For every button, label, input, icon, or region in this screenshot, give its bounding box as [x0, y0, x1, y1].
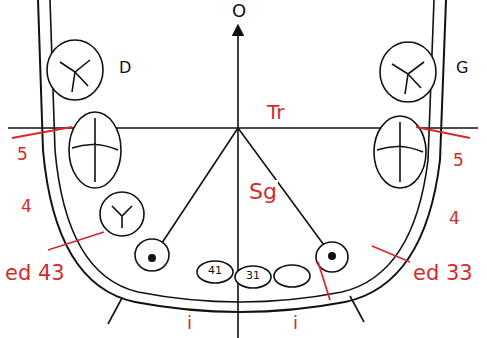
tick-mark [416, 127, 470, 138]
side-letter: G [455, 60, 469, 77]
measure-number: 4 [20, 198, 33, 216]
leader-line [48, 232, 104, 250]
canine-point [328, 252, 336, 260]
letter-label: i [292, 314, 299, 333]
canine [135, 239, 169, 271]
canine [316, 242, 348, 272]
measure-number: 5 [452, 152, 465, 170]
canine-point [148, 254, 156, 262]
tooth-groove [72, 118, 118, 182]
incisor [274, 265, 310, 287]
tick-mark [12, 127, 72, 138]
leader-line [372, 246, 410, 262]
bottom-slashes [108, 296, 364, 324]
tooth-label: ed 33 [412, 262, 474, 284]
origin-letter: O [231, 2, 247, 21]
measure-number: 4 [448, 210, 461, 228]
red-marks [12, 127, 470, 300]
sagittal-axis [237, 30, 239, 338]
arch-outer-line [38, 0, 446, 312]
tooth-label: ed 43 [4, 262, 66, 284]
molar [69, 112, 121, 188]
arch-inner-line [50, 0, 434, 302]
line-label: Sg [248, 180, 278, 203]
premolar [100, 192, 144, 236]
canine-line [238, 128, 332, 256]
tick-mark [318, 262, 330, 300]
tooth-number: 31 [245, 270, 261, 282]
tooth-groove [377, 122, 423, 182]
tooth-groove [392, 62, 424, 94]
side-letter: D [118, 60, 132, 77]
incisor [235, 266, 271, 288]
molar [380, 42, 436, 102]
canine-line [152, 128, 238, 258]
letter-label: i [186, 314, 193, 333]
tooth-groove [112, 206, 132, 228]
molar [47, 40, 103, 100]
tooth-number: 41 [207, 265, 223, 277]
line-label: Tr [266, 102, 286, 123]
measure-number: 5 [16, 146, 29, 164]
tooth-groove [60, 60, 90, 92]
incisor [197, 261, 233, 283]
slash-mark [350, 296, 364, 322]
slash-mark [108, 298, 122, 324]
teeth [47, 40, 436, 288]
